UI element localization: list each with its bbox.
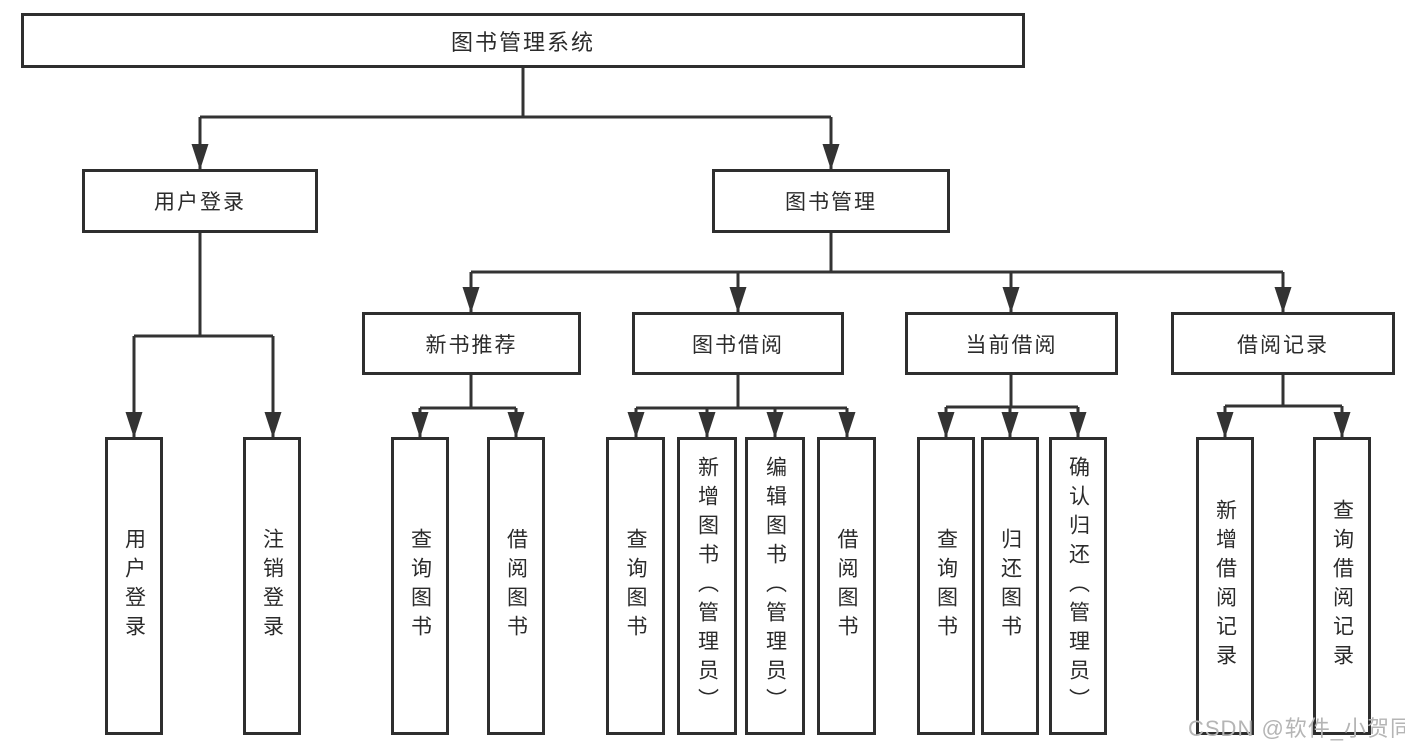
leaf-label: 新增借阅记录	[1213, 499, 1237, 673]
leaf-label: 编辑图书（管理员）	[763, 455, 787, 717]
node-book-borrow: 图书借阅	[632, 312, 844, 375]
leaf-label: 新增图书（管理员）	[695, 455, 719, 717]
leaf-label: 查询图书	[934, 528, 958, 644]
leaf-label: 借阅图书	[835, 528, 858, 644]
node-root: 图书管理系统	[21, 13, 1025, 68]
leaf-query-books-borrow: 查询图书	[606, 437, 665, 735]
leaf-user-login: 用户登录	[105, 437, 163, 735]
leaf-logout: 注销登录	[243, 437, 301, 735]
leaf-query-borrow-record: 查询借阅记录	[1313, 437, 1371, 735]
leaf-query-books-current: 查询图书	[917, 437, 975, 735]
leaf-borrow-books: 借阅图书	[817, 437, 876, 735]
node-borrow-records: 借阅记录	[1171, 312, 1395, 375]
leaf-borrow-books-recommend: 借阅图书	[487, 437, 545, 735]
leaf-label: 归还图书	[998, 528, 1022, 644]
node-user-login: 用户登录	[82, 169, 318, 233]
leaf-query-books-recommend: 查询图书	[391, 437, 449, 735]
node-book-management: 图书管理	[712, 169, 950, 233]
leaf-add-borrow-record: 新增借阅记录	[1196, 437, 1254, 735]
leaf-confirm-return-admin: 确认归还（管理员）	[1049, 437, 1107, 735]
leaf-label: 确认归还（管理员）	[1066, 455, 1090, 717]
leaf-label: 注销登录	[260, 528, 284, 644]
leaf-label: 查询图书	[408, 528, 432, 644]
node-new-book-recommend: 新书推荐	[362, 312, 581, 375]
node-current-borrow: 当前借阅	[905, 312, 1118, 375]
watermark: CSDN @软件_小贺同学	[1188, 716, 1405, 741]
leaf-label: 查询借阅记录	[1330, 499, 1354, 673]
leaf-label: 用户登录	[122, 528, 146, 644]
leaf-label: 借阅图书	[504, 528, 528, 644]
leaf-edit-book-admin: 编辑图书（管理员）	[745, 437, 805, 735]
leaf-label: 查询图书	[624, 528, 647, 644]
leaf-add-book-admin: 新增图书（管理员）	[677, 437, 737, 735]
leaf-return-book: 归还图书	[981, 437, 1039, 735]
